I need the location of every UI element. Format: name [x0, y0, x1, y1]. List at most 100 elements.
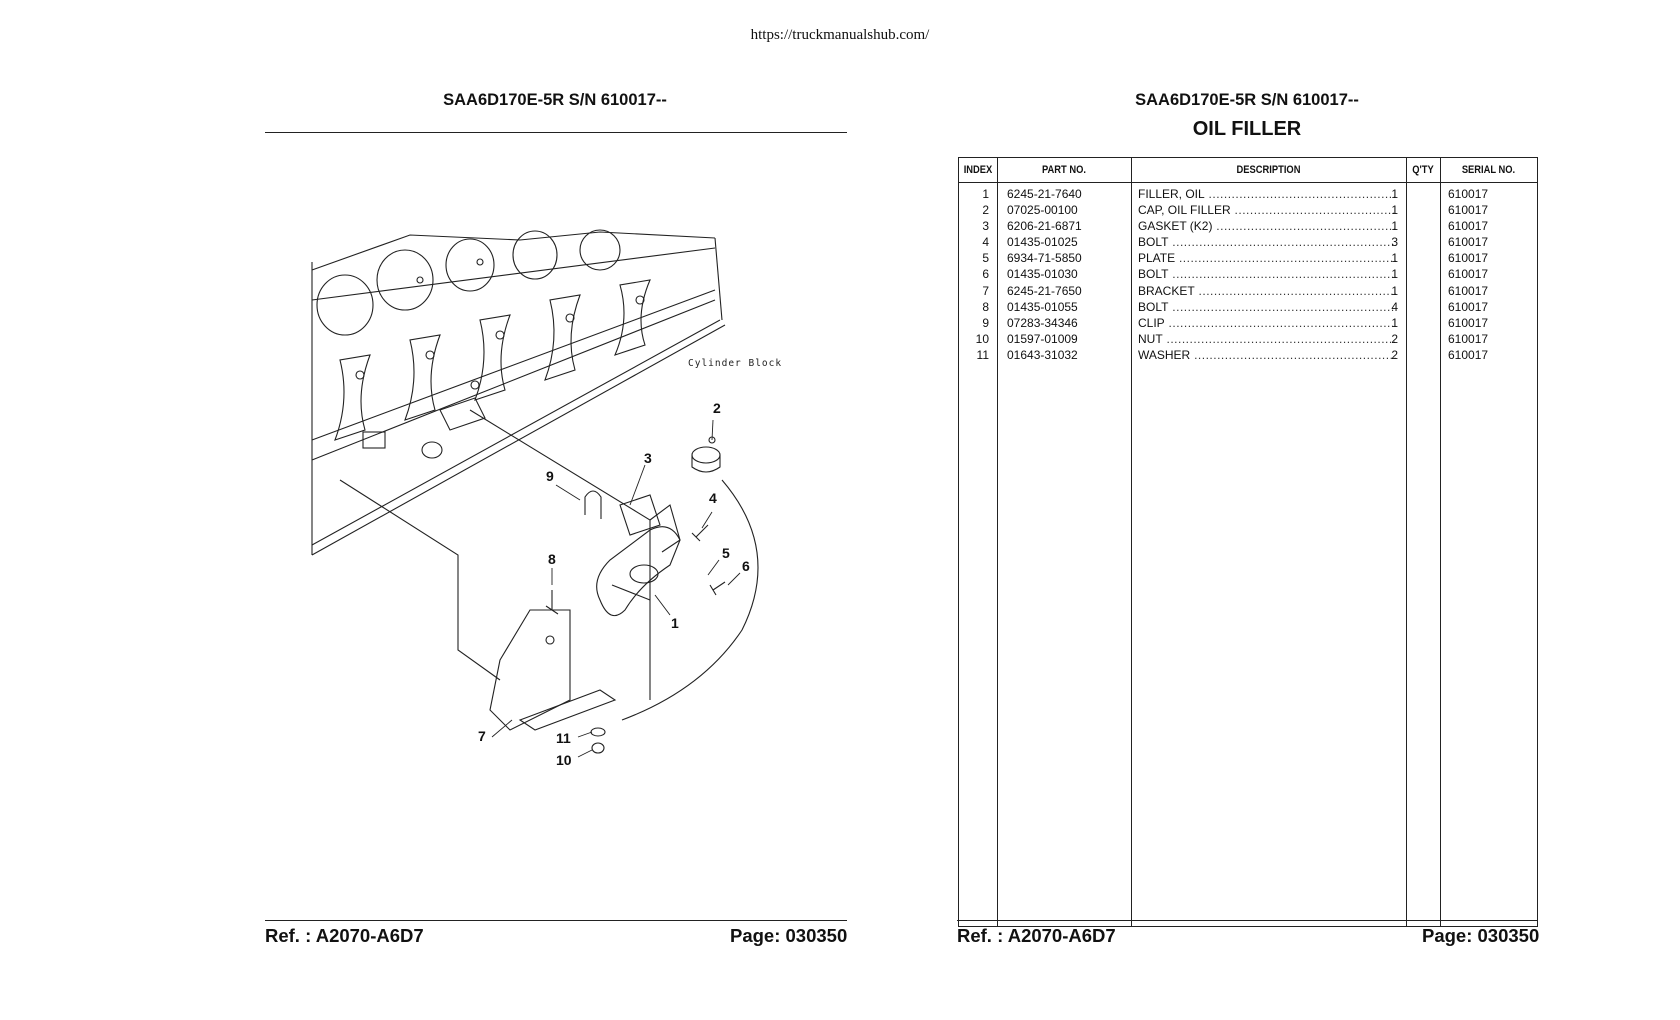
description-text: FILLER, OIL [1138, 187, 1205, 201]
row-qty: 1 [1391, 251, 1398, 266]
callout-5: 5 [722, 545, 730, 561]
left-footer-ref: Ref. : A2070-A6D7 [265, 925, 424, 946]
callout-10: 10 [556, 752, 572, 768]
description-text: PLATE [1138, 251, 1176, 266]
row-index: 4 [982, 235, 989, 250]
oil-cap-drawing [691, 436, 721, 473]
row-part-no: 01643-31032 [1007, 347, 1078, 362]
left-footer-page: Page: 030350 [730, 925, 848, 946]
bracket-drawing [489, 609, 617, 731]
description-text: GASKET (K2) [1138, 219, 1213, 234]
leader-dots: ........................................… [1216, 219, 1396, 234]
callout-11: 11 [556, 730, 571, 746]
table-row: 6 01435-01030 BOLT .......................… [959, 266, 1537, 282]
row-qty: 3 [1391, 235, 1398, 250]
left-model-title: SAA6D170E-5R S/N 610017-- [443, 91, 667, 109]
oil-filler-pipe [596, 504, 681, 617]
row-description: BOLT ...................................… [1138, 299, 1396, 315]
row-serial: 610017 [1448, 235, 1489, 250]
col-divider [1440, 158, 1441, 926]
row-description: BOLT ...................................… [1138, 234, 1396, 250]
leader-dots: ........................................… [1178, 251, 1396, 266]
leader-dots: ........................................… [1168, 315, 1396, 330]
section-title: OIL FILLER [1192, 118, 1302, 140]
callout-2: 2 [713, 400, 721, 416]
row-index: 2 [982, 203, 989, 218]
leader-dots: ........................................… [1172, 267, 1396, 282]
row-part-no: 01435-01030 [1007, 267, 1078, 282]
cylinder-block-drawing [311, 229, 726, 556]
description-text: BOLT [1138, 299, 1169, 314]
row-part-no: 07025-00100 [1007, 203, 1078, 218]
header-description: DESCRIPTION [1236, 164, 1301, 176]
table-row: 2 07025-00100 CAP, OIL FILLER ............… [959, 202, 1537, 218]
callout-6: 6 [742, 558, 750, 574]
gasket-drawing [619, 494, 661, 536]
description-text: BRACKET [1138, 283, 1195, 298]
row-description: CLIP ...................................… [1138, 315, 1396, 331]
header-divider [959, 182, 1537, 183]
row-qty: 1 [1391, 203, 1398, 218]
row-qty: 1 [1391, 267, 1398, 282]
table-row: 11 01643-31032 WASHER ....................… [959, 347, 1537, 363]
source-url[interactable]: https://truckmanualshub.com/ [750, 27, 930, 43]
callout-8: 8 [548, 551, 556, 567]
row-description: BRACKET ................................… [1138, 283, 1396, 299]
table-row: 4 01435-01025 BOLT .......................… [959, 234, 1537, 250]
row-description: BOLT ...................................… [1138, 266, 1396, 282]
leader-dots: ........................................… [1208, 187, 1396, 201]
header-part-no: PART NO. [1042, 164, 1086, 176]
description-text: CAP, OIL FILLER [1138, 203, 1231, 218]
description-text: CLIP [1138, 315, 1165, 330]
row-description: CAP, OIL FILLER ........................… [1138, 202, 1396, 218]
row-part-no: 6206-21-6871 [1007, 219, 1082, 234]
row-qty: 2 [1391, 331, 1398, 346]
leader-dots: ........................................… [1194, 347, 1396, 362]
description-text: WASHER [1138, 347, 1191, 362]
row-index: 7 [982, 283, 989, 298]
leader-dots: ........................................… [1166, 331, 1397, 346]
callout-3: 3 [644, 450, 652, 466]
row-qty: 4 [1391, 299, 1398, 314]
table-row: 1 6245-21-7640 FILLER, OIL ...............… [959, 186, 1537, 202]
callout-1: 1 [671, 615, 679, 631]
row-serial: 610017 [1448, 203, 1489, 218]
right-footer-rule [957, 920, 1537, 921]
row-description: PLATE ..................................… [1138, 250, 1396, 266]
row-description: WASHER .................................… [1138, 347, 1396, 363]
right-model-title: SAA6D170E-5R S/N 610017-- [1135, 91, 1359, 109]
row-description: FILLER, OIL ............................… [1138, 186, 1396, 202]
leader-dots: ........................................… [1198, 283, 1396, 298]
row-serial: 610017 [1448, 315, 1489, 330]
row-qty: 2 [1391, 347, 1398, 362]
bolts [545, 524, 726, 615]
description-text: BOLT [1138, 235, 1169, 250]
description-text: BOLT [1138, 267, 1169, 282]
callout-7: 7 [478, 728, 486, 744]
header-serial: SERIAL NO. [1461, 164, 1516, 176]
row-index: 6 [982, 267, 989, 282]
header-qty: Q'TY [1412, 164, 1434, 176]
row-index: 11 [976, 347, 989, 362]
row-description: NUT ....................................… [1138, 331, 1396, 347]
right-footer-page: Page: 030350 [1422, 925, 1540, 946]
right-footer-ref: Ref. : A2070-A6D7 [957, 925, 1116, 946]
row-serial: 610017 [1448, 299, 1489, 314]
row-index: 5 [982, 251, 989, 266]
cylinder-block-label: Cylinder Block [688, 358, 783, 369]
row-part-no: 01435-01025 [1007, 235, 1078, 250]
row-serial: 610017 [1448, 251, 1489, 266]
row-part-no: 6245-21-7640 [1007, 187, 1082, 201]
row-index: 3 [982, 219, 989, 234]
row-index: 1 [982, 187, 989, 201]
row-serial: 610017 [1448, 331, 1489, 346]
row-index: 8 [982, 299, 989, 314]
col-divider [1131, 158, 1132, 926]
callout-4: 4 [709, 490, 717, 506]
leader-dots: ........................................… [1172, 299, 1396, 314]
